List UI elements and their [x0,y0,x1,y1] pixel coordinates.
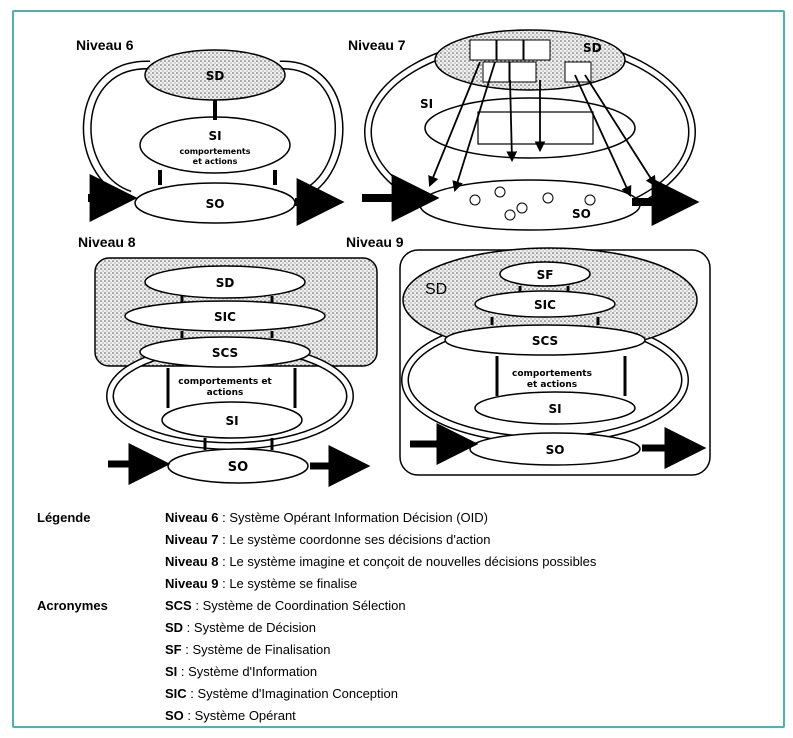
level8-diagram: Niveau 8 SD SIC SCS comportements et act… [78,234,378,487]
level9-sd-label: SD [425,281,447,298]
level8-sd-ellipse [144,265,306,299]
level7-diagram: Niveau 7 SD SI SO [348,29,700,231]
level8-sic-ellipse [124,300,326,332]
level7-decision-arrows [428,61,657,197]
level9-note-line1: comportements [512,369,592,379]
level9-si-ellipse [474,391,636,425]
level7-title: Niveau 7 [348,37,406,53]
level9-note-line2: et actions [527,380,577,390]
level8-sic-label: SIC [214,310,236,324]
level8-scs-ellipse [139,336,311,368]
level9-scs-label: SCS [532,334,558,348]
figure-frame [12,10,785,728]
level9-scs-ellipse [444,324,646,356]
level6-left-loop [82,60,151,200]
level9-sf-ellipse [499,261,591,287]
level8-note-line1: comportements et [178,377,272,387]
level7-si-grid [477,111,594,145]
level8-sd-label: SD [216,276,235,290]
level8-note-line2: actions [207,388,244,398]
level9-si-label: SI [548,402,561,416]
level9-sic-ellipse [474,290,616,318]
level7-so-label: SO [572,207,591,221]
level9-sf-label: SF [537,268,554,282]
level7-so-ellipse [419,179,641,231]
level6-diagram: Niveau 6 SD SI comportements et actions … [76,37,345,226]
level6-note-line1: comportements [179,147,250,156]
level6-right-loop [279,60,344,200]
level6-si-label: SI [208,129,221,143]
level9-so-label: SO [546,443,565,457]
level8-scs-label: SCS [212,346,238,360]
level9-diagram: Niveau 9 SD SF SIC SCS comportements et … [346,234,711,476]
level7-sd-label: SD [583,41,602,55]
level9-vertical-arrows [490,286,627,396]
level8-si-ellipse [161,401,303,439]
level9-title: Niveau 9 [346,234,404,250]
level6-sd-label: SD [206,69,225,83]
level6-so-label: SO [206,197,225,211]
level8-vertical-arrows [166,296,297,450]
level8-so-label: SO [228,460,248,475]
level9-sic-label: SIC [534,298,556,312]
level7-si-label: SI [420,97,433,111]
level6-note-line2: et actions [193,157,238,166]
level8-title: Niveau 8 [78,234,136,250]
level6-title: Niveau 6 [76,37,134,53]
level8-si-label: SI [225,414,238,428]
system-levels-diagram: Niveau 6 SD SI comportements et actions … [76,29,711,487]
